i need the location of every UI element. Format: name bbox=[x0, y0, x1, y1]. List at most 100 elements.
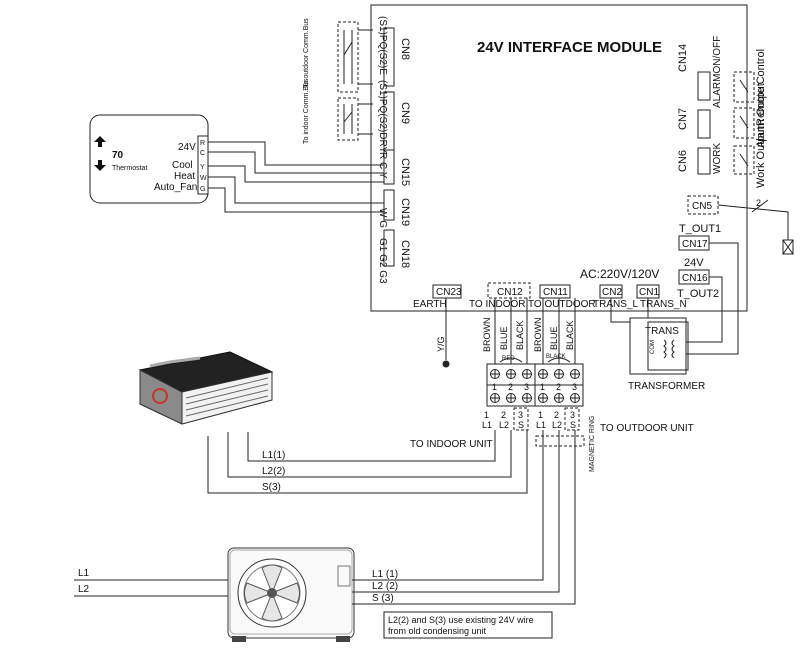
terminal-block bbox=[486, 363, 584, 407]
cn1-label: CN1 bbox=[639, 287, 659, 298]
note-line-1: L2(2) and S(3) use existing 24V wire bbox=[388, 615, 534, 625]
lbl-num-1b: 1 bbox=[538, 410, 543, 420]
thermostat-label: Thermostat bbox=[112, 165, 147, 172]
transformer-box bbox=[629, 317, 687, 375]
ac-label: AC:220V/120V bbox=[580, 267, 659, 281]
term-g: G bbox=[200, 186, 205, 193]
cn23-box bbox=[432, 284, 462, 299]
cn19-pins: W G bbox=[377, 208, 388, 228]
lbl-l1b: L1 bbox=[536, 420, 546, 430]
cn18-pins: G1 G2 G3 bbox=[377, 238, 388, 284]
term-y: Y bbox=[200, 164, 205, 171]
trans-n-label: TRANS_N bbox=[640, 299, 687, 310]
module-to-block-wires bbox=[494, 298, 576, 364]
cn7-label: CN7 bbox=[677, 108, 689, 130]
lbl-l2a: L2 bbox=[499, 420, 509, 430]
block-num-2a: 2 bbox=[508, 382, 513, 392]
transformer-inner bbox=[647, 321, 689, 371]
cn9-pins: (S1)PQ(S2)DRY bbox=[377, 80, 388, 153]
power-l1-label: L1 bbox=[78, 568, 90, 579]
to-indoor-label: TO INDOOR bbox=[469, 299, 525, 310]
to-outdoor-unit-label: TO OUTDOOR UNIT bbox=[600, 423, 694, 434]
block-num-3a: 3 bbox=[524, 382, 529, 392]
com-label: COM bbox=[650, 340, 656, 354]
cn5-connector bbox=[782, 239, 794, 255]
thermostat-temp: 70 bbox=[112, 150, 124, 161]
coil-primary bbox=[663, 339, 667, 359]
cn2-label: CN2 bbox=[602, 287, 622, 298]
remote-control-box bbox=[733, 71, 755, 103]
cn9-side-label: To indoor Comm.Bus bbox=[303, 78, 310, 144]
outdoor-wiring bbox=[74, 430, 576, 605]
block-num-1b: 1 bbox=[540, 382, 545, 392]
black-jumper-label: BLACK bbox=[546, 354, 566, 360]
block-num-1a: 1 bbox=[492, 382, 497, 392]
cn8-pins: (S1)PQ(S2)E bbox=[377, 16, 388, 75]
cn23-label: CN23 bbox=[436, 287, 462, 298]
lbl-l1a: L1 bbox=[482, 420, 492, 430]
to-outdoor-label: TO OUTDOOR bbox=[528, 299, 596, 310]
cn17-to-transformer bbox=[686, 242, 739, 355]
alarm-output-label: Alarm Output bbox=[755, 83, 767, 148]
work-output-label: Work Output bbox=[755, 126, 767, 188]
cn16-to-transformer bbox=[686, 276, 723, 343]
cn6-text: WORK bbox=[712, 143, 723, 174]
magnetic-ring bbox=[535, 435, 585, 447]
outdoor-s-dashed-box bbox=[564, 407, 580, 431]
outdoor-unit-illustration bbox=[227, 547, 355, 642]
cn9-side-text: To indoor Comm.Bus bbox=[303, 78, 310, 144]
cn14-label: CN14 bbox=[677, 44, 689, 72]
cn8-side-label: To outdoor Comm.Bus bbox=[303, 18, 310, 88]
cn14-terminal bbox=[697, 71, 711, 101]
lbl-l2b: L2 bbox=[552, 420, 562, 430]
cn7-terminal bbox=[697, 109, 711, 139]
cn5-wire bbox=[717, 204, 789, 240]
thermostat-wires bbox=[208, 141, 384, 213]
remote-control-label: Remote Control bbox=[755, 49, 767, 126]
cn8-relay-box bbox=[337, 21, 359, 93]
block-num-2b: 2 bbox=[556, 382, 561, 392]
cn16-label: CN16 bbox=[682, 273, 708, 284]
wire-color-4: BROWN bbox=[533, 318, 543, 353]
module-title: 24V INTERFACE MODULE bbox=[477, 39, 662, 56]
cn5-box bbox=[687, 195, 719, 215]
indoor-wire-s: S(3) bbox=[262, 482, 281, 493]
wire-color-1: BROWN bbox=[482, 318, 492, 353]
lbl-num-2a: 2 bbox=[501, 410, 506, 420]
down-arrow-icon bbox=[94, 165, 106, 171]
cn17-label: CN17 bbox=[682, 239, 708, 250]
cn18-label: CN18 bbox=[399, 240, 411, 268]
cn11-box bbox=[539, 284, 571, 299]
v24-label: 24V bbox=[684, 257, 704, 269]
lbl-sa: S bbox=[518, 420, 524, 430]
earth-point bbox=[442, 360, 450, 368]
lbl-num-3a: 3 bbox=[518, 410, 523, 420]
transformer-label: TRANSFORMER bbox=[628, 381, 705, 392]
cn12-label: CN12 bbox=[497, 287, 523, 298]
yg-label: Y/G bbox=[436, 336, 446, 352]
term-c: C bbox=[200, 150, 205, 157]
note-line-2: from old condensing unit bbox=[388, 626, 487, 636]
indoor-wire-l2: L2(2) bbox=[262, 466, 285, 477]
wire-color-2: BLUE bbox=[499, 326, 509, 350]
red-jumper-label: RED bbox=[502, 356, 515, 362]
up-arrow-icon bbox=[94, 136, 106, 142]
thermostat-auto-fan: Auto_Fan bbox=[154, 182, 197, 193]
magnetic-ring-label: MAGNETIC RING bbox=[589, 416, 596, 472]
term-w: W bbox=[200, 175, 207, 182]
cn19-label: CN19 bbox=[399, 198, 411, 226]
cn8-label: CN8 bbox=[399, 38, 411, 60]
indoor-unit-illustration bbox=[138, 351, 274, 425]
cn6-terminal bbox=[697, 147, 711, 175]
thermostat-terminal-strip bbox=[197, 135, 209, 195]
thermostat-cool: Cool bbox=[172, 160, 193, 171]
term-r: R bbox=[200, 140, 205, 147]
cn15-label: CN15 bbox=[399, 158, 411, 186]
cn9-label: CN9 bbox=[399, 102, 411, 124]
wire-color-5: BLUE bbox=[549, 326, 559, 350]
note-box bbox=[383, 611, 553, 639]
indoor-wiring bbox=[207, 430, 528, 494]
outdoor-wire-l1: L1 (1) bbox=[372, 569, 398, 580]
coil-secondary bbox=[671, 339, 675, 359]
